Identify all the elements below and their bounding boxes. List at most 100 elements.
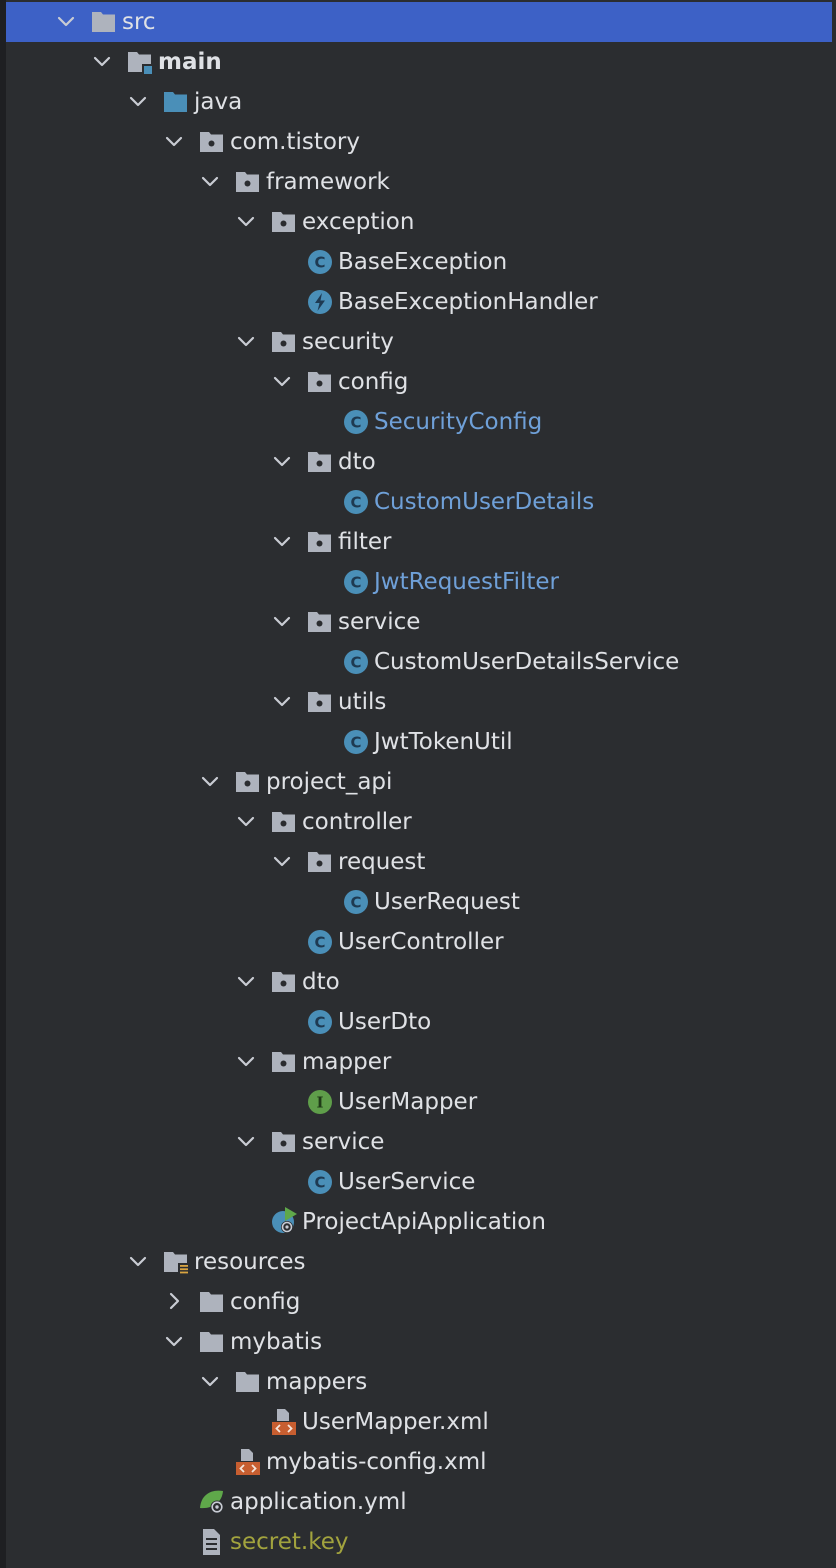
tree-node-label: UserDto <box>338 1009 432 1035</box>
svg-text:C: C <box>350 494 361 512</box>
tree-node[interactable]: BaseExceptionHandler <box>6 282 832 322</box>
tree-node[interactable]: mappers <box>6 1362 832 1402</box>
tree-node[interactable]: UserMapper.xml <box>6 1402 832 1442</box>
tree-node[interactable]: mybatis <box>6 1322 832 1362</box>
package-icon <box>198 122 226 162</box>
tree-node[interactable]: exception <box>6 202 832 242</box>
class-icon: C <box>342 562 370 602</box>
tree-node[interactable]: security <box>6 322 832 362</box>
tree-node[interactable]: request <box>6 842 832 882</box>
chevron-down-icon[interactable] <box>198 1362 222 1402</box>
tree-node[interactable]: dto <box>6 962 832 1002</box>
svg-text:C: C <box>314 1174 325 1192</box>
tree-node-label: UserService <box>338 1169 476 1195</box>
tree-node[interactable]: application.yml <box>6 1482 832 1522</box>
class-icon: C <box>342 642 370 682</box>
svg-text:C: C <box>350 654 361 672</box>
tree-node[interactable]: utils <box>6 682 832 722</box>
tree-node-label: JwtRequestFilter <box>374 569 559 595</box>
tree-node[interactable]: service <box>6 1122 832 1162</box>
class-icon: C <box>306 1002 334 1042</box>
class-icon: C <box>306 242 334 282</box>
tree-node-label: exception <box>302 209 415 235</box>
chevron-down-icon[interactable] <box>270 842 294 882</box>
xml-file-icon <box>234 1442 262 1482</box>
tree-node[interactable]: ProjectApiApplication <box>6 1202 832 1242</box>
tree-node-label: request <box>338 849 426 875</box>
chevron-down-icon[interactable] <box>234 802 258 842</box>
chevron-down-icon[interactable] <box>198 162 222 202</box>
package-icon <box>234 162 262 202</box>
chevron-down-icon[interactable] <box>270 362 294 402</box>
tree-node-label: filter <box>338 529 392 555</box>
chevron-down-icon[interactable] <box>270 682 294 722</box>
package-icon <box>306 362 334 402</box>
tree-node[interactable]: framework <box>6 162 832 202</box>
folder-icon <box>198 1322 226 1362</box>
tree-node[interactable]: config <box>6 362 832 402</box>
chevron-down-icon[interactable] <box>198 762 222 802</box>
tool-window-edge <box>0 0 6 1568</box>
interface-icon: I <box>306 1082 334 1122</box>
chevron-down-icon[interactable] <box>162 122 186 162</box>
tree-node-label: src <box>122 9 156 35</box>
tree-node[interactable]: src <box>6 2 832 42</box>
package-icon <box>270 1042 298 1082</box>
tree-node-label: UserMapper <box>338 1089 478 1115</box>
tree-node[interactable]: java <box>6 82 832 122</box>
class-icon: C <box>342 722 370 762</box>
package-icon <box>270 962 298 1002</box>
chevron-down-icon[interactable] <box>234 962 258 1002</box>
tree-node[interactable]: config <box>6 1282 832 1322</box>
package-icon <box>270 202 298 242</box>
text-file-icon <box>198 1522 226 1562</box>
chevron-down-icon[interactable] <box>162 1322 186 1362</box>
tree-node[interactable]: project_api <box>6 762 832 802</box>
tree-node[interactable]: service <box>6 602 832 642</box>
tree-node[interactable]: dto <box>6 442 832 482</box>
tree-node[interactable]: resources <box>6 1242 832 1282</box>
chevron-down-icon[interactable] <box>90 42 114 82</box>
chevron-right-icon[interactable] <box>162 1282 186 1322</box>
folder-icon <box>90 2 118 42</box>
tree-node[interactable]: com.tistory <box>6 122 832 162</box>
chevron-down-icon[interactable] <box>270 602 294 642</box>
tree-node-label: config <box>230 1289 301 1315</box>
tree-node[interactable]: main <box>6 42 832 82</box>
package-icon <box>270 802 298 842</box>
chevron-down-icon[interactable] <box>54 2 78 42</box>
chevron-down-icon[interactable] <box>126 1242 150 1282</box>
chevron-down-icon[interactable] <box>234 322 258 362</box>
tree-node-label: controller <box>302 809 412 835</box>
folder-icon <box>198 1282 226 1322</box>
tree-node[interactable]: mapper <box>6 1042 832 1082</box>
tree-node-label: mappers <box>266 1369 368 1395</box>
tree-node-label: dto <box>338 449 376 475</box>
module-folder-icon <box>126 42 154 82</box>
chevron-down-icon[interactable] <box>234 1122 258 1162</box>
tree-node[interactable]: filter <box>6 522 832 562</box>
tree-node-label: JwtTokenUtil <box>374 729 513 755</box>
chevron-down-icon[interactable] <box>270 522 294 562</box>
tree-node[interactable]: controller <box>6 802 832 842</box>
tree-node[interactable]: C UserService <box>6 1162 832 1202</box>
tree-node[interactable]: secret.key <box>6 1522 832 1562</box>
chevron-down-icon[interactable] <box>126 82 150 122</box>
chevron-down-icon[interactable] <box>270 442 294 482</box>
svg-text:C: C <box>350 414 361 432</box>
chevron-down-icon[interactable] <box>234 202 258 242</box>
chevron-down-icon[interactable] <box>234 1042 258 1082</box>
tree-node[interactable]: mybatis-config.xml <box>6 1442 832 1482</box>
package-icon <box>306 602 334 642</box>
